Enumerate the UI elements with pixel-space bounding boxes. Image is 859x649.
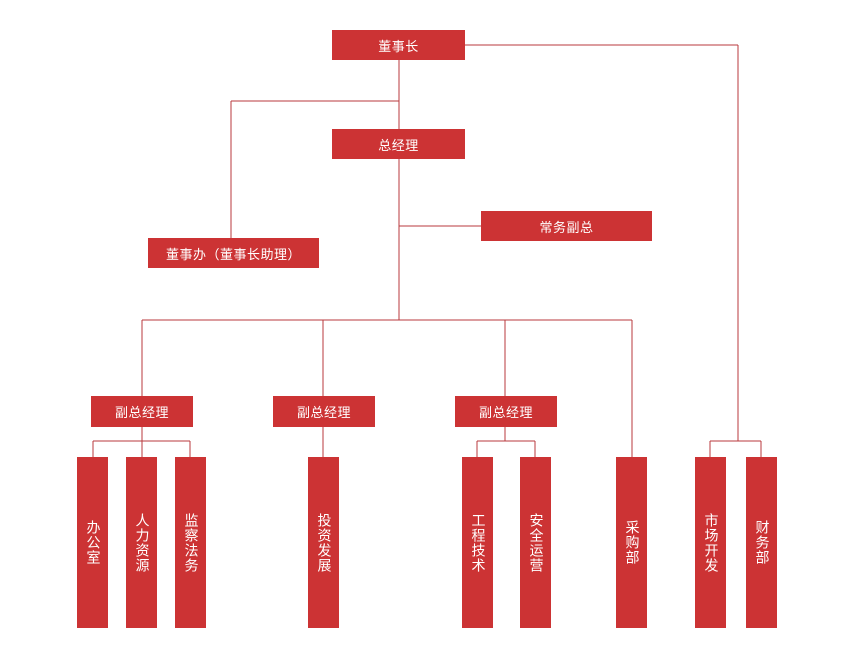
dept-finance-label: 财务部: [753, 520, 770, 565]
dept-safety-operations: 安全运营: [520, 457, 551, 628]
dept-safety-operations-label: 安全运营: [527, 512, 544, 573]
executive-vp-box: 常务副总: [481, 211, 652, 241]
dept-finance: 财务部: [746, 457, 777, 628]
deputy-gm-box-3: 副总经理: [455, 396, 557, 427]
dept-market-dev-label: 市场开发: [702, 512, 719, 573]
dept-engineering: 工程技术: [462, 457, 493, 628]
deputy-gm-box-2: 副总经理: [273, 396, 375, 427]
dept-procurement: 采购部: [616, 457, 647, 628]
deputy-gm-label-1: 副总经理: [114, 406, 169, 421]
dept-hr-label: 人力资源: [133, 512, 150, 573]
general-manager-label: 总经理: [378, 138, 419, 154]
dept-market-dev: 市场开发: [695, 457, 726, 628]
dept-office-label: 办公室: [84, 520, 101, 565]
dept-hr: 人力资源: [126, 457, 157, 628]
executive-vp-label: 常务副总: [539, 220, 594, 236]
dept-office: 办公室: [77, 457, 108, 628]
general-manager-box: 总经理: [332, 129, 465, 159]
chairman-office-box: 董事办（董事长助理）: [148, 238, 319, 268]
dept-investment-dev-label: 投资发展: [315, 512, 332, 573]
chairman-label: 董事长: [378, 39, 419, 55]
dept-supervision-legal: 监察法务: [175, 457, 206, 628]
deputy-gm-label-2: 副总经理: [296, 406, 351, 421]
dept-investment-dev: 投资发展: [308, 457, 339, 628]
chairman-box: 董事长: [332, 30, 465, 60]
dept-procurement-label: 采购部: [623, 520, 640, 565]
deputy-gm-label-3: 副总经理: [478, 406, 533, 421]
chairman-office-label: 董事办（董事长助理）: [165, 247, 301, 263]
deputy-gm-box-1: 副总经理: [91, 396, 193, 427]
dept-engineering-label: 工程技术: [469, 512, 486, 573]
dept-supervision-legal-label: 监察法务: [182, 512, 199, 573]
